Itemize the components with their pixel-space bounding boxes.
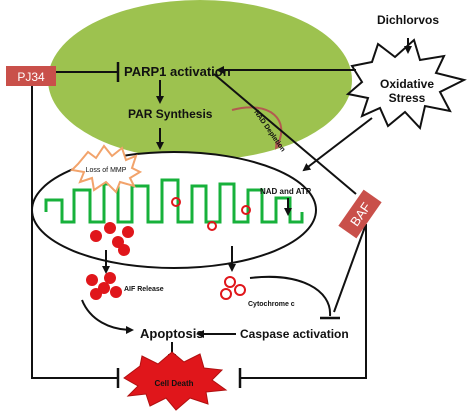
- nucleus-ellipse: [48, 0, 352, 160]
- cyt-c-site-3: [207, 221, 217, 231]
- aif-released: [86, 274, 98, 286]
- aif-released: [110, 286, 122, 298]
- par-synthesis-label: PAR Synthesis: [128, 107, 213, 121]
- cell-death-label: Cell Death: [154, 379, 193, 388]
- cyt-c-site-2: [241, 205, 251, 215]
- oxidative-stress-label-1: Oxidative: [380, 77, 434, 91]
- aif-dot: [90, 230, 102, 242]
- pj34-label: PJ34: [17, 70, 45, 84]
- arrow-aif-to-apoptosis: [81, 299, 134, 334]
- dichlorvos-label: Dichlorvos: [377, 13, 439, 27]
- oxidative-stress-label-2: Stress: [389, 91, 426, 105]
- aif-released: [104, 272, 116, 284]
- aif-dot: [118, 244, 130, 256]
- pj34-box: [6, 66, 56, 86]
- nad-depletion-arrow: [231, 106, 283, 150]
- cytochrome-c-dot: [234, 284, 246, 296]
- cyt-c-site-1: [171, 197, 181, 207]
- aif-dot: [104, 222, 116, 234]
- aif-release-label: AIF Release: [124, 286, 164, 293]
- apoptosis-label: Apoptosis: [140, 326, 204, 341]
- line-baf-to-death: [240, 224, 367, 379]
- cell-death-burst: [123, 351, 228, 411]
- caspase-activation-label: Caspase activation: [240, 327, 349, 341]
- baf-box: [338, 189, 382, 239]
- loss-mmp-label: Loss of MMP: [86, 167, 127, 174]
- mitochondria-cristae: [44, 178, 304, 224]
- aif-released: [90, 288, 102, 300]
- oxidative-stress-burst: [345, 38, 467, 131]
- line-pj34-to-death: [31, 86, 118, 379]
- line-cyt-c-to-caspase: [249, 275, 332, 317]
- baf-box-group: BAF: [338, 189, 382, 239]
- aif-dot: [122, 226, 134, 238]
- nad-atp-label: NAD and ATP: [260, 187, 312, 196]
- cytochrome-c-dot: [224, 276, 236, 288]
- line-baf-to-caspase: [333, 223, 367, 313]
- line-stress-to-mito: [302, 117, 373, 172]
- loss-mmp-burst: [69, 144, 143, 194]
- parp1-activation-label: PARP1 activation: [124, 64, 231, 79]
- cytochrome-c-label: Cytochrome c: [248, 301, 295, 308]
- cytochrome-c-dot: [220, 288, 232, 300]
- line-parp1-to-baf: [213, 73, 357, 195]
